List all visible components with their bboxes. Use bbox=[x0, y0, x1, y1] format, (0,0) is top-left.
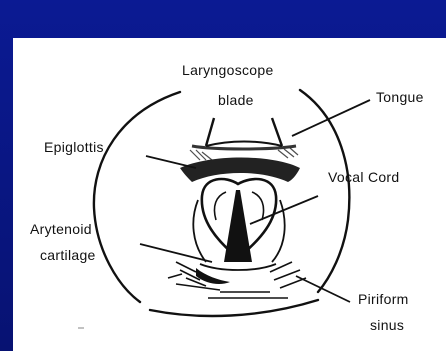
pointer-piriform bbox=[296, 276, 350, 302]
label-piriform-line2: sinus bbox=[370, 317, 404, 333]
label-epiglottis: Epiglottis bbox=[44, 139, 104, 155]
outer-oval-left-arc bbox=[94, 92, 180, 302]
arytenoid-cartilage bbox=[196, 268, 230, 284]
laryngoscope-blade bbox=[192, 118, 296, 149]
label-vocal-cord: Vocal Cord bbox=[328, 169, 399, 185]
epiglottis bbox=[180, 158, 300, 183]
glottic-opening bbox=[202, 179, 276, 262]
label-laryngoscope-line2: blade bbox=[218, 92, 254, 108]
label-tongue: Tongue bbox=[376, 89, 424, 105]
pointer-epiglottis bbox=[146, 156, 196, 168]
label-arytenoid-line1: Arytenoid bbox=[30, 221, 92, 237]
outer-oval-bottom-arc bbox=[150, 300, 318, 316]
label-piriform-line1: Piriform bbox=[358, 291, 409, 307]
label-laryngoscope-line1: Laryngoscope bbox=[182, 62, 274, 78]
pointer-tongue bbox=[292, 100, 370, 136]
label-arytenoid-line2: cartilage bbox=[40, 247, 96, 263]
